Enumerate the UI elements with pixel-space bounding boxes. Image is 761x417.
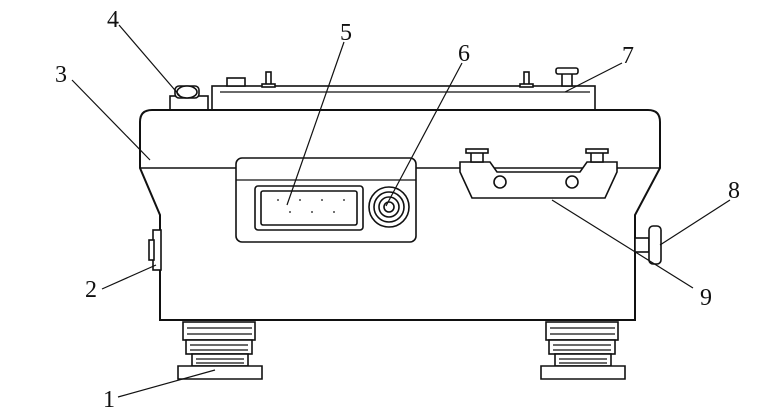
leader-line-4 bbox=[118, 24, 181, 97]
callout-1: 1 bbox=[103, 387, 115, 413]
callout-8: 8 bbox=[728, 178, 740, 204]
leader-line-9 bbox=[551, 199, 694, 289]
top-plate bbox=[211, 67, 596, 111]
left-foot bbox=[177, 321, 263, 380]
side-switch bbox=[148, 229, 162, 271]
top-knob bbox=[169, 85, 209, 113]
callout-3: 3 bbox=[55, 62, 67, 88]
leader-line-5 bbox=[286, 41, 345, 206]
leader-line-2 bbox=[101, 264, 157, 290]
leader-line-3 bbox=[71, 79, 151, 161]
callout-5: 5 bbox=[340, 20, 352, 46]
leader-line-7 bbox=[564, 62, 623, 93]
display-dots bbox=[277, 199, 345, 213]
mounting-bracket bbox=[459, 148, 618, 199]
front-panel bbox=[235, 157, 417, 243]
side-knob bbox=[634, 225, 662, 265]
callout-7: 7 bbox=[622, 43, 634, 69]
callout-6: 6 bbox=[458, 41, 470, 67]
callout-2: 2 bbox=[85, 277, 97, 303]
leader-lines bbox=[71, 24, 731, 398]
right-foot bbox=[540, 321, 626, 380]
callout-4: 4 bbox=[107, 7, 119, 33]
leader-line-1 bbox=[117, 369, 216, 398]
round-connector bbox=[368, 186, 410, 228]
callout-9: 9 bbox=[700, 285, 712, 311]
leader-line-6 bbox=[385, 62, 463, 207]
leader-line-8 bbox=[659, 199, 731, 246]
